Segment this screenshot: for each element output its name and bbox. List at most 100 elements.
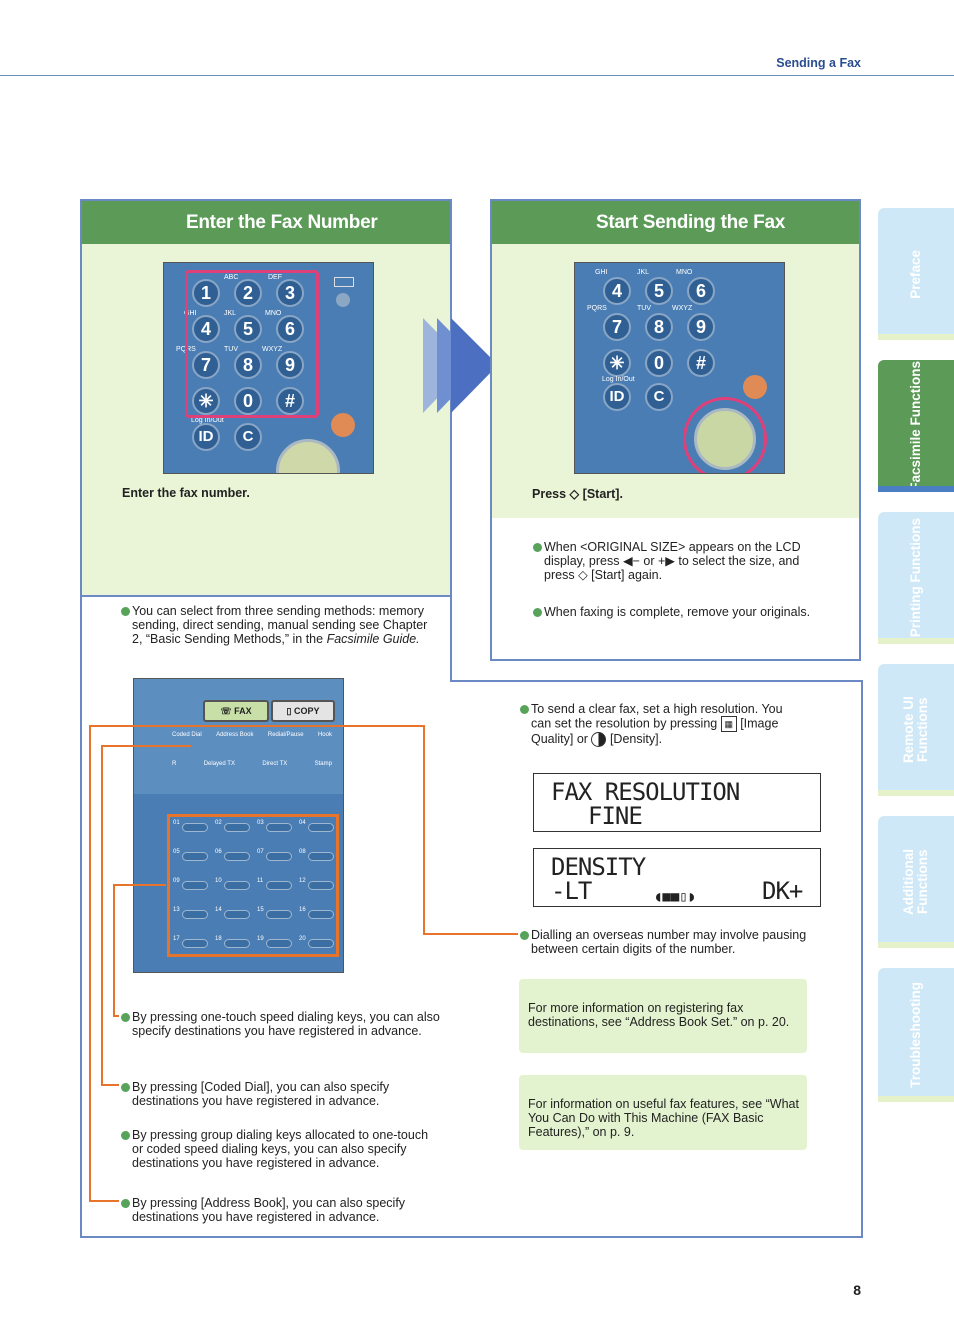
- frame-divider: [450, 680, 863, 682]
- one-touch-key: [308, 852, 334, 861]
- one-touch-label: 01: [173, 820, 180, 826]
- one-touch-key: [224, 910, 250, 919]
- key-3: 3: [276, 279, 304, 307]
- page-number: 8: [853, 1282, 861, 1298]
- image-quality-icon: ▦: [720, 716, 737, 732]
- tab-preface[interactable]: Preface: [878, 208, 954, 340]
- callout-line: [113, 1015, 119, 1017]
- callout-line: [113, 884, 166, 886]
- key-star: ✳: [192, 387, 220, 415]
- copy-button: ▯ COPY: [271, 700, 335, 722]
- one-touch-key: [308, 910, 334, 919]
- tab-printing-functions[interactable]: Printing Functions: [878, 512, 954, 644]
- enter-fax-number-panel: Enter the Fax Number 1 2 3 4 5 6 7 8 9 ✳…: [80, 199, 452, 597]
- one-touch-key: [266, 881, 292, 890]
- key-7: 7: [192, 351, 220, 379]
- address-book-note: By pressing [Address Book], you can also…: [121, 1196, 421, 1224]
- tab-additional-functions[interactable]: Additional Functions: [878, 816, 954, 948]
- one-touch-label: 08: [299, 849, 306, 855]
- lcd-resolution: FAX RESOLUTION FINE: [533, 773, 821, 832]
- key-0: 0: [234, 387, 262, 415]
- callout-line: [156, 745, 158, 747]
- callout-line: [423, 933, 518, 935]
- coded-dial-note: By pressing [Coded Dial], you can also s…: [121, 1080, 421, 1108]
- indicator-button-icon: [336, 293, 350, 307]
- plus-right-arrow-icon: +▶: [658, 554, 675, 568]
- one-touch-key: [224, 852, 250, 861]
- start-icon: ◇: [569, 487, 580, 501]
- frame-bottom: [80, 681, 863, 1238]
- start-key-icon: [694, 408, 756, 470]
- one-touch-key: [224, 823, 250, 832]
- copy-icon: ▯: [286, 706, 294, 716]
- start-key-highlight: [683, 397, 767, 473]
- callout-line: [89, 725, 425, 727]
- one-touch-key: [182, 910, 208, 919]
- onetouch-note: By pressing one-touch speed dialing keys…: [121, 1010, 451, 1038]
- one-touch-label: 19: [257, 936, 264, 942]
- one-touch-key: [224, 939, 250, 948]
- callout-line: [89, 725, 91, 1202]
- one-touch-key: [224, 881, 250, 890]
- one-touch-key: [266, 852, 292, 861]
- tab-facsimile-functions[interactable]: Facsimile Functions: [878, 360, 954, 492]
- one-touch-label: 09: [173, 878, 180, 884]
- one-touch-label: 10: [215, 878, 222, 884]
- address-book-info-box: For more information on registering fax …: [519, 979, 807, 1053]
- control-panel-image: ☏ FAX ▯ COPY Coded Dial Address Book Red…: [133, 678, 344, 973]
- start-key-icon: [276, 439, 340, 473]
- density-scale-icon: ◖■■▯◗: [654, 889, 697, 905]
- one-touch-key: [308, 939, 334, 948]
- one-touch-key: [182, 852, 208, 861]
- faxing-complete-note: When faxing is complete, remove your ori…: [533, 605, 833, 619]
- one-touch-key: [182, 939, 208, 948]
- left-arrow-minus-icon: ◀−: [622, 554, 640, 568]
- one-touch-key: [266, 939, 292, 948]
- key-2: 2: [234, 279, 262, 307]
- indicator-icon: [334, 277, 354, 287]
- enter-fax-caption: Enter the fax number.: [122, 486, 250, 500]
- group-dial-note: By pressing group dialing keys allocated…: [121, 1128, 441, 1170]
- one-touch-key: [266, 823, 292, 832]
- lcd-density: DENSITY -LT ◖■■▯◗ DK+: [533, 848, 821, 907]
- callout-line: [89, 1200, 119, 1202]
- one-touch-label: 15: [257, 907, 264, 913]
- one-touch-key: [266, 910, 292, 919]
- key-c: C: [234, 423, 262, 451]
- resolution-note: To send a clear fax, set a high resoluti…: [520, 702, 800, 748]
- one-touch-label: 20: [299, 936, 306, 942]
- key-4: 4: [192, 315, 220, 343]
- density-icon: [591, 732, 607, 748]
- one-touch-label: 06: [215, 849, 222, 855]
- header-rule: [0, 75, 954, 76]
- callout-line: [101, 745, 103, 1086]
- one-touch-label: 13: [173, 907, 180, 913]
- press-start-caption: Press ◇ [Start].: [532, 487, 623, 501]
- keypad-start-image: 4 5 6 7 8 9 ✳ 0 # ID C GHI JKL MNO PQRS …: [574, 262, 785, 474]
- callout-line: [101, 1084, 119, 1086]
- key-5: 5: [234, 315, 262, 343]
- one-touch-label: 05: [173, 849, 180, 855]
- one-touch-label: 07: [257, 849, 264, 855]
- key-9: 9: [276, 351, 304, 379]
- original-size-note: When <ORIGINAL SIZE> appears on the LCD …: [533, 540, 823, 582]
- keypad-image: 1 2 3 4 5 6 7 8 9 ✳ 0 # ID C ABC DEF GHI…: [163, 262, 374, 474]
- panel-title-right: Start Sending the Fax: [492, 201, 859, 244]
- sending-methods-note: You can select from three sending method…: [121, 604, 437, 646]
- key-id: ID: [192, 423, 220, 451]
- one-touch-label: 04: [299, 820, 306, 826]
- one-touch-label: 18: [215, 936, 222, 942]
- callout-line: [101, 745, 191, 747]
- fax-button: ☏ FAX: [203, 700, 269, 722]
- tab-remote-ui-functions[interactable]: Remote UI Functions: [878, 664, 954, 796]
- fax-icon: ☏: [220, 706, 235, 716]
- tab-troubleshooting[interactable]: Troubleshooting: [878, 968, 954, 1102]
- one-touch-label: 11: [257, 878, 264, 884]
- start-icon: ◇: [578, 568, 588, 582]
- one-touch-label: 17: [173, 936, 180, 942]
- one-touch-label: 14: [215, 907, 222, 913]
- panel-title: Enter the Fax Number: [82, 201, 450, 244]
- one-touch-label: 03: [257, 820, 264, 826]
- one-touch-key: [308, 823, 334, 832]
